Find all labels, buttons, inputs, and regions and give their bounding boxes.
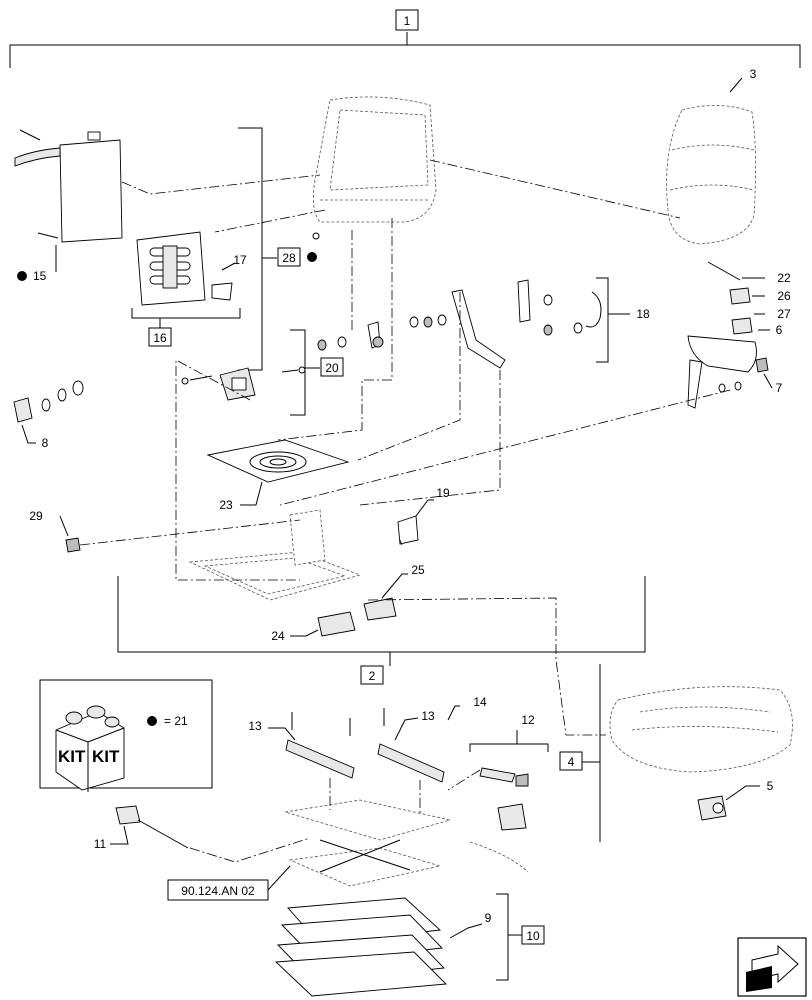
bracket-28: 28 — [238, 127, 317, 371]
callout-8: 8 — [42, 436, 49, 450]
callout-10: 10 — [526, 929, 540, 943]
callout-box-10 — [521, 925, 545, 945]
callout-1: 1 — [404, 14, 411, 28]
recline-mechanism: 18 — [409, 277, 650, 369]
knob-8: 8 — [13, 380, 84, 450]
callout-7: 7 — [776, 381, 783, 395]
seat-base-frame: 2 — [117, 509, 646, 685]
callout-11: 11 — [94, 837, 107, 851]
kit-legend-box: KIT KIT = 21 — [39, 679, 213, 792]
backrest-cushion: 3 — [666, 67, 757, 245]
slide-rails: 13 13 14 12 — [248, 695, 549, 787]
suspension-bellows: 9 10 — [274, 893, 545, 997]
armrest-assembly: 22 26 27 6 7 — [687, 261, 791, 409]
callout-box-28 — [277, 247, 301, 267]
switch-5: 5 — [697, 779, 774, 821]
callout-4: 4 — [568, 755, 575, 769]
callout-9: 9 — [485, 911, 492, 925]
back-cover-panel: 15 — [14, 129, 123, 283]
callout-29: 29 — [29, 509, 43, 523]
kit-dot-28 — [307, 252, 317, 262]
callout-16: 16 — [153, 331, 167, 345]
callout-13b: 13 — [421, 709, 435, 723]
kit-legend-text: = 21 — [164, 714, 188, 728]
callout-19: 19 — [436, 486, 450, 500]
lumbar-plate: 17 16 — [131, 231, 247, 347]
callout-6: 6 — [776, 323, 783, 337]
bracket-assembly-1: 1 — [9, 9, 801, 68]
connector-11: 11 — [94, 805, 189, 851]
knob-19: 19 — [397, 486, 450, 545]
recline-lever-parts: 20 — [181, 321, 384, 416]
leader-lines — [79, 159, 731, 863]
callout-2: 2 — [369, 669, 376, 683]
callout-27: 27 — [777, 307, 791, 321]
callout-20: 20 — [325, 361, 339, 375]
kit-dot-legend — [147, 716, 157, 726]
levers-24-25: 24 25 — [271, 563, 425, 643]
callout-5: 5 — [767, 779, 774, 793]
callout-14: 14 — [473, 695, 487, 709]
callout-24: 24 — [271, 629, 285, 643]
callout-12: 12 — [521, 713, 535, 727]
callout-box-4 — [559, 751, 583, 771]
clip-29: 29 — [29, 509, 81, 553]
callout-28: 28 — [282, 251, 296, 265]
seat-cushion: 4 — [559, 664, 793, 842]
suspension-mechanism — [284, 799, 529, 887]
kit-label-right: KIT — [92, 747, 120, 766]
callout-15: 15 — [33, 269, 47, 283]
reference-box: 90.124.AN 02 — [167, 865, 291, 901]
callout-25: 25 — [411, 563, 425, 577]
callout-26: 26 — [777, 289, 791, 303]
callout-3: 3 — [750, 67, 757, 81]
callout-box-16 — [148, 327, 172, 347]
kit-label-left: KIT — [58, 747, 86, 766]
callout-13a: 13 — [248, 719, 262, 733]
callout-box-20 — [320, 357, 344, 377]
callout-18: 18 — [636, 307, 650, 321]
next-page-arrow-icon[interactable] — [737, 937, 807, 997]
callout-box-2 — [360, 665, 384, 685]
backrest-frame — [312, 96, 437, 240]
callout-22: 22 — [777, 271, 791, 285]
callout-box-1 — [395, 9, 419, 31]
reference-label: 90.124.AN 02 — [181, 884, 255, 898]
callout-23: 23 — [219, 498, 233, 512]
callout-17: 17 — [233, 253, 247, 267]
swivel-plate: 23 — [206, 439, 350, 512]
kit-dot-15 — [17, 271, 27, 281]
